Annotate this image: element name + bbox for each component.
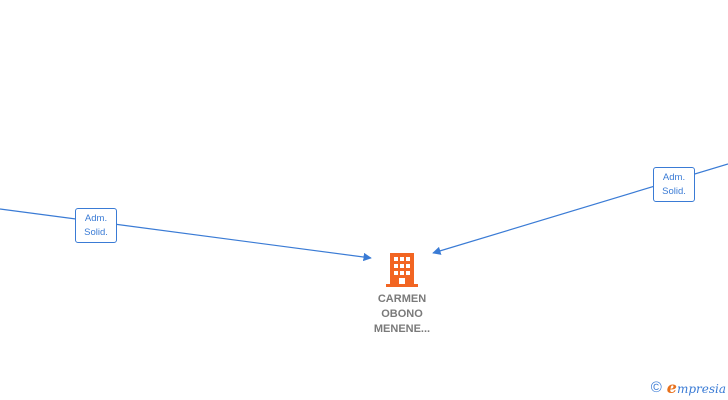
edge-label-line1: Adm. bbox=[662, 172, 686, 183]
edge-label-line2: Solid. bbox=[662, 186, 686, 197]
company-node[interactable]: CARMEN OBONO MENENE... bbox=[352, 252, 452, 337]
edge-label-right[interactable]: Adm. Solid. bbox=[653, 167, 695, 202]
edge-line-left bbox=[0, 208, 372, 262]
footer-brand: © empresia bbox=[651, 378, 726, 397]
edge-label-line2: Solid. bbox=[84, 227, 108, 238]
node-name-line3: MENENE... bbox=[373, 323, 431, 335]
building-icon bbox=[386, 253, 418, 287]
node-name-line2: OBONO bbox=[381, 308, 423, 320]
copyright-icon: © bbox=[650, 379, 662, 396]
brand-first-letter: e bbox=[666, 378, 677, 397]
empresia-logo[interactable]: empresia bbox=[667, 378, 726, 397]
edge-label-line1: Adm. bbox=[84, 213, 108, 224]
node-name-line1: CARMEN bbox=[377, 293, 427, 305]
brand-rest: mpresia bbox=[676, 382, 726, 396]
edge-label-left[interactable]: Adm. Solid. bbox=[75, 208, 117, 243]
